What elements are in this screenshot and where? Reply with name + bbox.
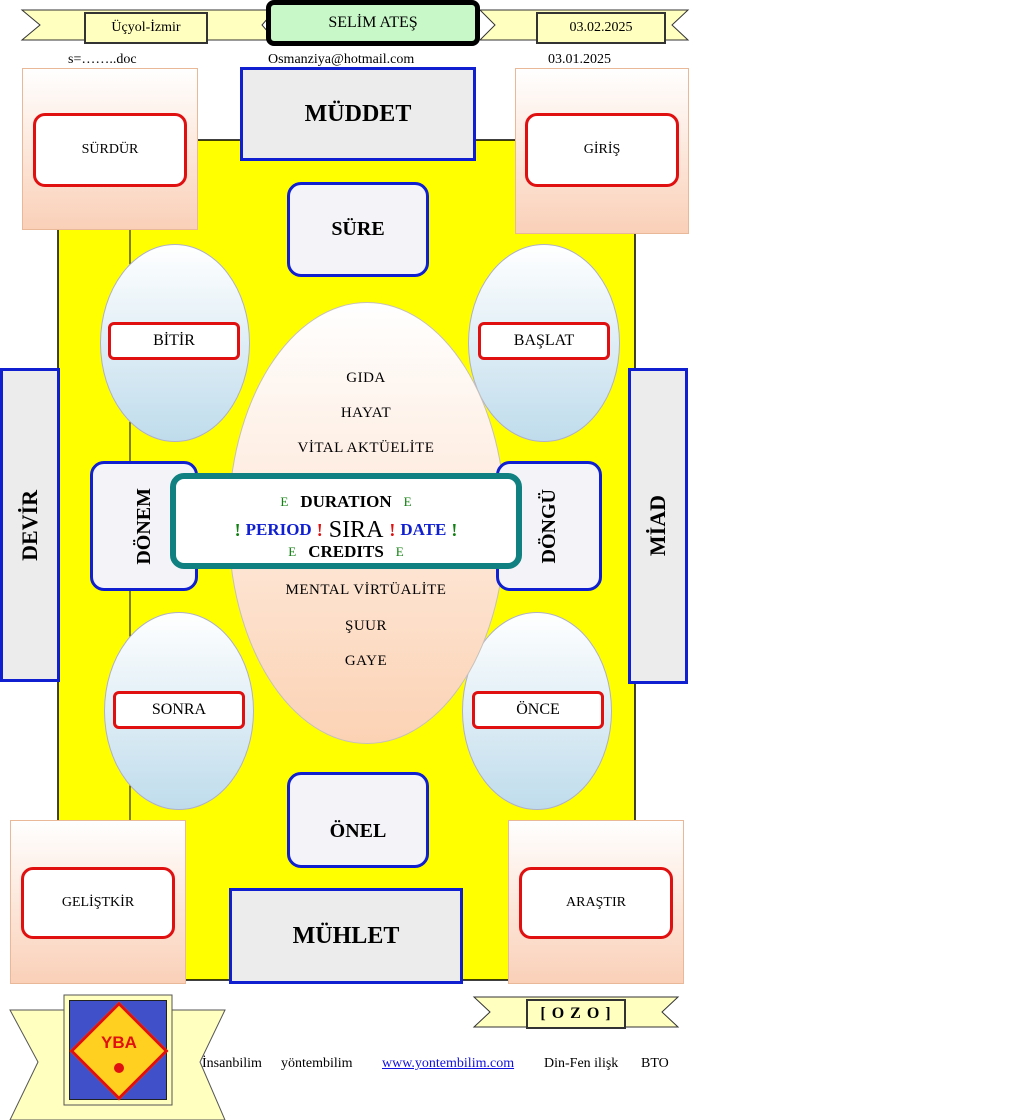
corner-bottom-left: GELİŞTKİR: [10, 820, 186, 984]
corner-label-bottom-right: ARAŞTIR: [519, 867, 673, 939]
corner-top-left: SÜRDÜR: [22, 68, 198, 230]
center-item: VİTAL AKTÜELİTE: [297, 439, 435, 456]
center-item: MENTAL VİRTÜALİTE: [285, 581, 447, 598]
location-label: Üçyol-İzmir: [111, 20, 181, 35]
duration-row: E DURATION E: [280, 492, 412, 511]
footer-text-1: İnsanbilim: [202, 1056, 262, 1071]
oval-label-lower-left: SONRA: [113, 691, 245, 729]
date-label-center: DATE: [400, 520, 447, 539]
email-label: Osmanziya@hotmail.com: [268, 52, 415, 67]
footer-text-2: yöntembilim: [281, 1056, 353, 1071]
inner-top-box: SÜRE: [287, 182, 429, 277]
corner-label-top-left: SÜRDÜR: [33, 113, 187, 187]
corner-top-right: GİRİŞ: [515, 68, 689, 234]
credits-row: E CREDITS E: [288, 542, 404, 561]
footer-text-4: BTO: [641, 1056, 669, 1071]
date-label: 03.02.2025: [569, 20, 633, 35]
sira-row: ! PERIOD ! SIRA ! DATE !: [234, 516, 458, 543]
frame-top-box: MÜDDET: [240, 67, 476, 161]
inner-bottom-box: ÖNEL: [287, 772, 429, 868]
location-box: Üçyol-İzmir: [84, 12, 208, 44]
duration-label: DURATION: [300, 492, 392, 511]
center-item: GAYE: [344, 652, 388, 669]
period-label: PERIOD: [245, 520, 312, 539]
center-item: ŞUUR: [344, 617, 387, 634]
ozo-box: [ O Z O ]: [526, 999, 626, 1029]
center-item: HAYAT: [340, 404, 392, 421]
corner-label-bottom-left: GELİŞTKİR: [21, 867, 175, 939]
website-link[interactable]: www.yontembilim.com: [382, 1056, 515, 1071]
yba-logo: YBA: [69, 1000, 169, 1101]
corner-bottom-right: ARAŞTIR: [508, 820, 684, 984]
sub-date-label: 03.01.2025: [548, 52, 611, 67]
center-box: E DURATION E ! PERIOD ! SIRA ! DATE ! E …: [170, 473, 522, 569]
credits-label: CREDITS: [308, 542, 384, 561]
logo-text: YBA: [101, 1033, 137, 1052]
footer-text-3: Din-Fen ilişk: [544, 1056, 619, 1071]
oval-label-upper-right: BAŞLAT: [478, 322, 610, 360]
title-box: SELİM ATEŞ: [266, 0, 480, 46]
frame-left-box: DEVİR: [0, 368, 60, 682]
center-item: GIDA: [346, 369, 386, 386]
corner-label-top-right: GİRİŞ: [525, 113, 679, 187]
page-title: SELİM ATEŞ: [328, 14, 418, 31]
date-box: 03.02.2025: [536, 12, 666, 44]
doc-label: s=……..doc: [68, 52, 137, 67]
oval-label-lower-right: ÖNCE: [472, 691, 604, 729]
frame-bottom-box: MÜHLET: [229, 888, 463, 984]
sira-label: SIRA: [328, 516, 384, 543]
logo-dot-icon: [114, 1063, 124, 1073]
frame-right-box: MİAD: [628, 368, 688, 684]
oval-label-upper-left: BİTİR: [108, 322, 240, 360]
